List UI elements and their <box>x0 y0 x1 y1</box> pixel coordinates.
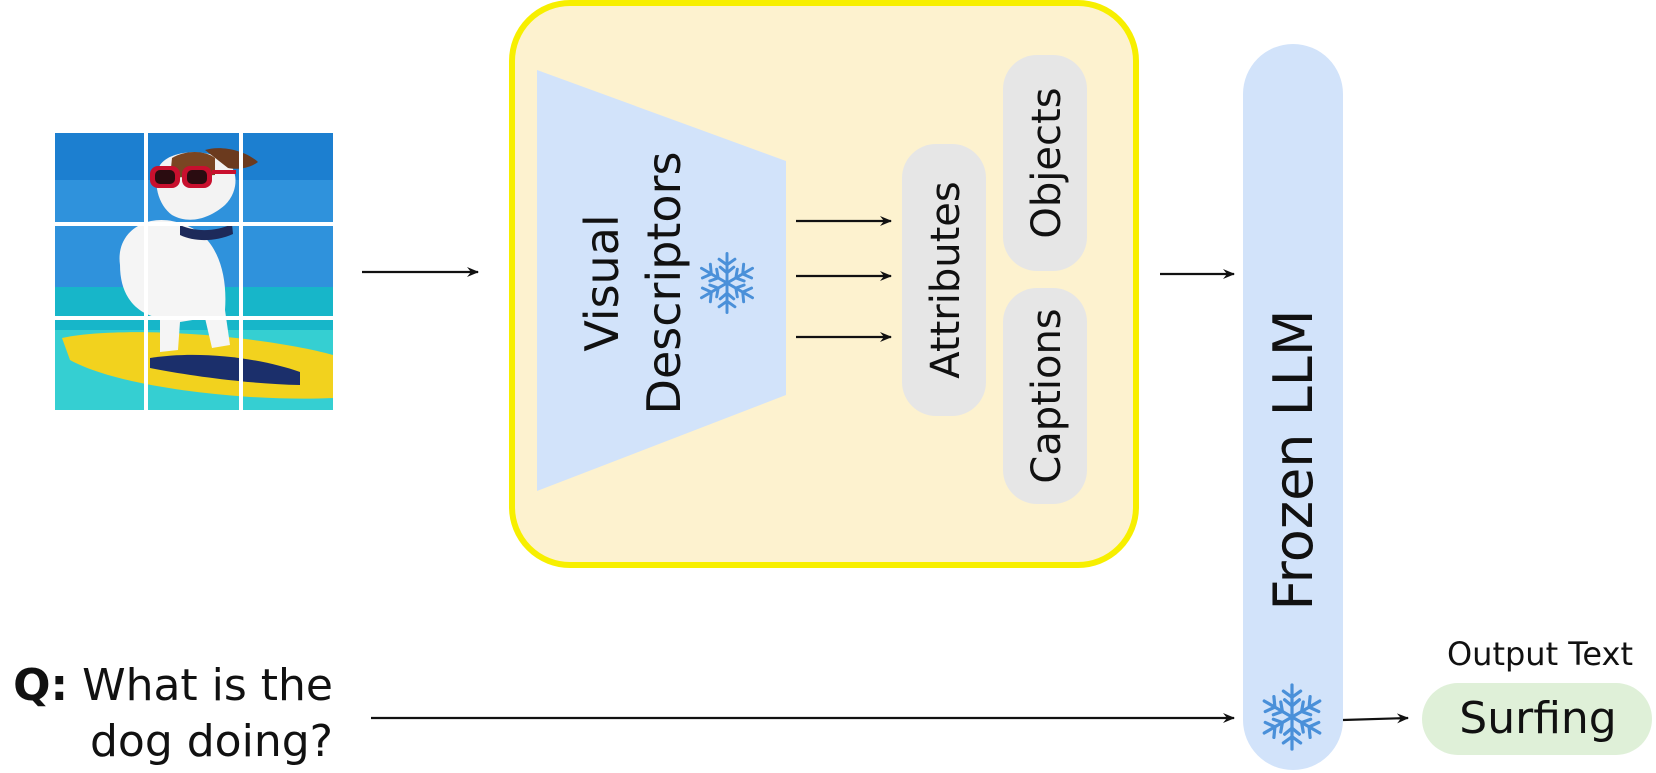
arrow-llm-to-output <box>1342 713 1409 724</box>
question-text-line1: What is the <box>82 660 333 711</box>
question-text-line2: dog doing? <box>90 716 333 767</box>
visual-descriptors-label-line2: Descriptors <box>637 152 691 415</box>
objects-label: Objects <box>1024 87 1070 238</box>
attributes-pill <box>902 144 986 416</box>
output-answer-pill <box>1422 683 1652 755</box>
question-spacer <box>68 660 82 711</box>
objects-pill <box>1003 55 1087 271</box>
question-line1: Q: What is the <box>13 660 333 711</box>
captions-label: Captions <box>1024 308 1070 483</box>
captions-pill <box>1003 288 1087 504</box>
frozen-llm-label: Frozen LLM <box>1262 310 1325 611</box>
visual-descriptors-block <box>537 70 786 491</box>
question-prefix: Q: <box>13 660 68 711</box>
visual-descriptors-label-line1: Visual <box>575 214 629 351</box>
frozen-llm-block <box>1243 44 1343 770</box>
output-answer: Surfing <box>1459 693 1616 744</box>
attributes-label: Attributes <box>923 181 969 378</box>
input-image <box>55 133 333 410</box>
output-heading: Output Text <box>1447 635 1633 673</box>
